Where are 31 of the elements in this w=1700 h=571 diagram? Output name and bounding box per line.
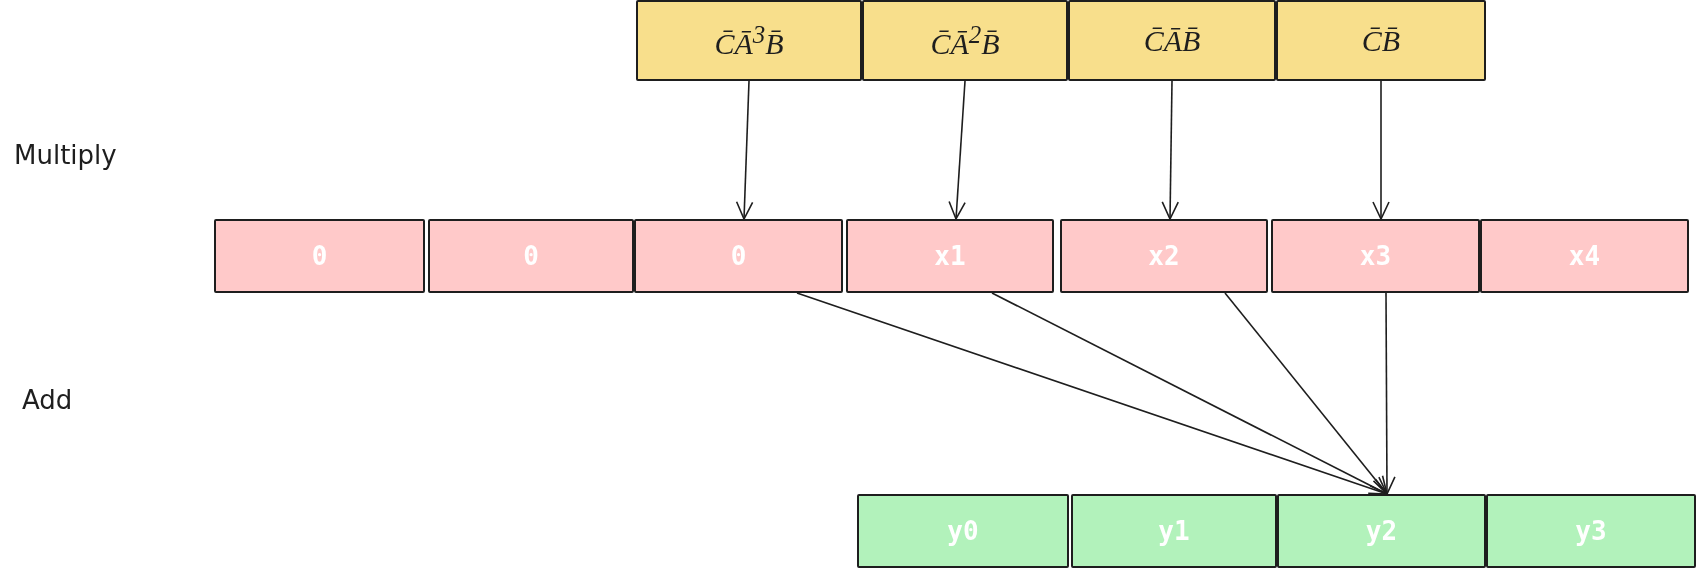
math-label: C̄Ā$^{3}$B̄ bbox=[714, 20, 784, 61]
input-cell bbox=[846, 219, 1054, 293]
stage-label: Multiply bbox=[14, 140, 117, 170]
output-cell bbox=[1486, 494, 1696, 568]
input-cell bbox=[1480, 219, 1689, 293]
cell-value: y1 bbox=[1158, 516, 1190, 546]
math-label: C̄B̄ bbox=[1361, 23, 1401, 58]
math-label: C̄ĀB̄ bbox=[1143, 23, 1201, 58]
arrow bbox=[1224, 292, 1388, 495]
cell-value: y3 bbox=[1575, 516, 1607, 546]
arrow bbox=[948, 80, 966, 220]
input-cell bbox=[1271, 219, 1480, 293]
matrix-term-box bbox=[1276, 0, 1486, 81]
input-cell bbox=[634, 219, 843, 293]
input-cell bbox=[214, 219, 425, 293]
output-cell bbox=[857, 494, 1069, 568]
arrow bbox=[1161, 80, 1180, 220]
stage-label: Add bbox=[22, 385, 73, 415]
math-label: C̄Ā$^{2}$B̄ bbox=[930, 20, 1000, 61]
arrow bbox=[1378, 292, 1396, 495]
input-cell bbox=[428, 219, 634, 293]
output-cell bbox=[1071, 494, 1277, 568]
matrix-term-box bbox=[1068, 0, 1276, 81]
input-cell bbox=[1060, 219, 1268, 293]
cell-value: y0 bbox=[947, 516, 979, 546]
matrix-term-box bbox=[636, 0, 862, 81]
cell-value: y2 bbox=[1365, 516, 1398, 546]
matrix-term-box bbox=[862, 0, 1068, 81]
output-cell bbox=[1277, 494, 1486, 568]
arrow bbox=[1372, 80, 1390, 220]
arrow bbox=[735, 80, 754, 220]
